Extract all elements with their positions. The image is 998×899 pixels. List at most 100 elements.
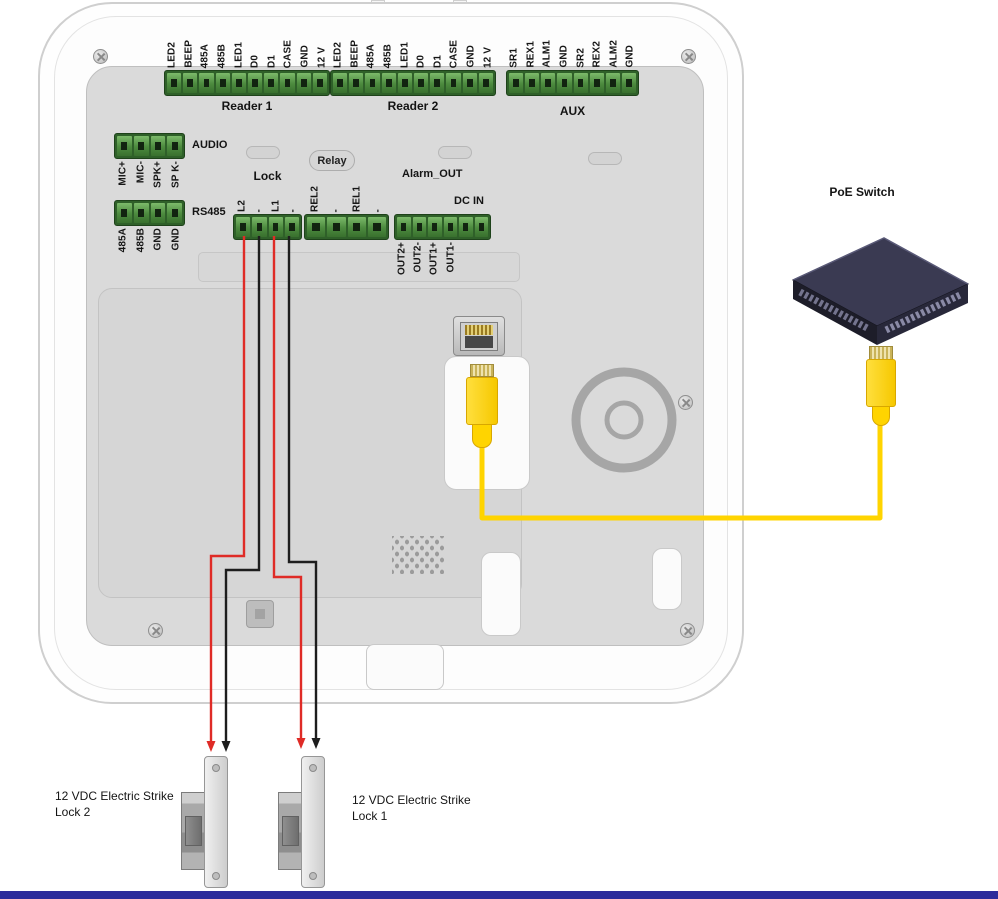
poe-switch-ports-right xyxy=(884,291,962,334)
terminal-slot xyxy=(167,203,182,223)
terminal-slot xyxy=(428,217,442,237)
lock1-black-wire xyxy=(287,236,318,738)
terminal-slot xyxy=(621,73,636,93)
dc-in-label: DC IN xyxy=(454,195,484,207)
terminal-slot xyxy=(280,73,295,93)
strike1-screw xyxy=(309,764,317,772)
terminal-slot xyxy=(333,73,348,93)
screw xyxy=(680,623,695,638)
lock-label: Lock xyxy=(253,169,282,183)
mount-hole-inner xyxy=(255,609,265,619)
terminal-slot xyxy=(557,73,572,93)
mount-hole xyxy=(246,600,274,628)
terminal-slot xyxy=(349,73,364,93)
arrowhead xyxy=(206,741,216,752)
terminal-slot xyxy=(525,73,540,93)
strike2-caption-line2: Lock 2 xyxy=(55,805,91,820)
terminal-slot xyxy=(199,73,214,93)
cable-slot xyxy=(652,548,682,610)
terminal-slot xyxy=(365,73,380,93)
rs485-terminal-block xyxy=(114,200,185,226)
alarm-out-label: Alarm_OUT xyxy=(402,168,463,180)
terminal-slot xyxy=(183,73,198,93)
terminal-slot xyxy=(307,217,326,237)
terminal-slot xyxy=(412,217,426,237)
screw xyxy=(148,623,163,638)
screw xyxy=(93,49,108,64)
screw xyxy=(678,395,693,410)
strike1-caption-line1: 12 VDC Electric Strike xyxy=(352,793,471,807)
lock2-black-wire xyxy=(224,236,261,741)
strike1-keeper xyxy=(282,816,299,846)
terminal-slot xyxy=(296,73,311,93)
audio-label: AUDIO xyxy=(192,139,228,151)
ethernet-cable xyxy=(479,420,883,521)
terminal-slot xyxy=(117,203,132,223)
relay-label: Relay xyxy=(309,150,355,171)
strike2-caption-line1: 12 VDC Electric Strike xyxy=(55,789,174,803)
terminal-slot xyxy=(462,73,477,93)
terminal-slot xyxy=(284,217,299,237)
rj45-jack-pins xyxy=(465,325,493,335)
terminal-slot xyxy=(252,217,267,237)
rj45-plug-boot xyxy=(872,406,890,426)
rj45-plug-boot xyxy=(472,424,492,448)
terminal-slot xyxy=(312,73,328,93)
terminal-slot xyxy=(381,73,396,93)
terminal-slot xyxy=(133,203,149,223)
terminal-slot xyxy=(215,73,230,93)
terminal-slot xyxy=(367,217,386,237)
lock-terminal-block xyxy=(233,214,302,240)
reader2-label: Reader 2 xyxy=(387,99,439,113)
terminal-slot xyxy=(474,217,488,237)
reader2-terminal-block xyxy=(330,70,496,96)
rj45-plug-body xyxy=(866,359,896,407)
audio-terminal-block xyxy=(114,133,185,159)
terminal-slot xyxy=(133,136,149,156)
strike1-screw xyxy=(309,872,317,880)
cable-guide-outer xyxy=(571,367,677,473)
lock2-red-wire xyxy=(209,236,246,741)
rj45-plug-body xyxy=(466,377,498,425)
speaker-grille xyxy=(392,536,444,574)
terminal-slot xyxy=(478,73,494,93)
strike2-screw xyxy=(212,872,220,880)
terminal-slot xyxy=(264,73,279,93)
terminal-slot xyxy=(167,136,182,156)
terminal-slot xyxy=(443,217,457,237)
terminal-slot xyxy=(446,73,461,93)
terminal-slot xyxy=(605,73,620,93)
terminal-slot xyxy=(430,73,445,93)
strike2-faceplate xyxy=(204,756,228,888)
terminal-slot xyxy=(150,203,166,223)
rs485-label: RS485 xyxy=(192,206,226,218)
terminal-slot xyxy=(397,217,411,237)
terminal-slot xyxy=(231,73,247,93)
terminal-slot xyxy=(327,217,346,237)
arrowhead xyxy=(221,741,231,752)
rj45-jack-hole xyxy=(465,336,493,348)
terminal-slot xyxy=(573,73,588,93)
terminal-slot xyxy=(268,217,283,237)
strike2-keeper xyxy=(185,816,202,846)
terminal-slot xyxy=(414,73,429,93)
arrowhead xyxy=(311,738,321,749)
cable-slot xyxy=(481,552,521,636)
terminal-slot xyxy=(167,73,182,93)
aux-terminal-block xyxy=(506,70,639,96)
aux-label: AUX xyxy=(559,104,586,118)
strike1-faceplate xyxy=(301,756,325,888)
terminal-slot xyxy=(236,217,251,237)
screw xyxy=(681,49,696,64)
strike1-caption-line2: Lock 1 xyxy=(352,809,388,824)
terminal-slot xyxy=(248,73,263,93)
arrowhead xyxy=(296,738,306,749)
reader1-terminal-block xyxy=(164,70,330,96)
poe-switch-label: PoE Switch xyxy=(829,185,895,199)
dc-terminal-block xyxy=(394,214,491,240)
footer-accent-bar xyxy=(0,891,998,899)
cable-guide-inner xyxy=(604,400,644,440)
alarm-terminal-block xyxy=(304,214,389,240)
